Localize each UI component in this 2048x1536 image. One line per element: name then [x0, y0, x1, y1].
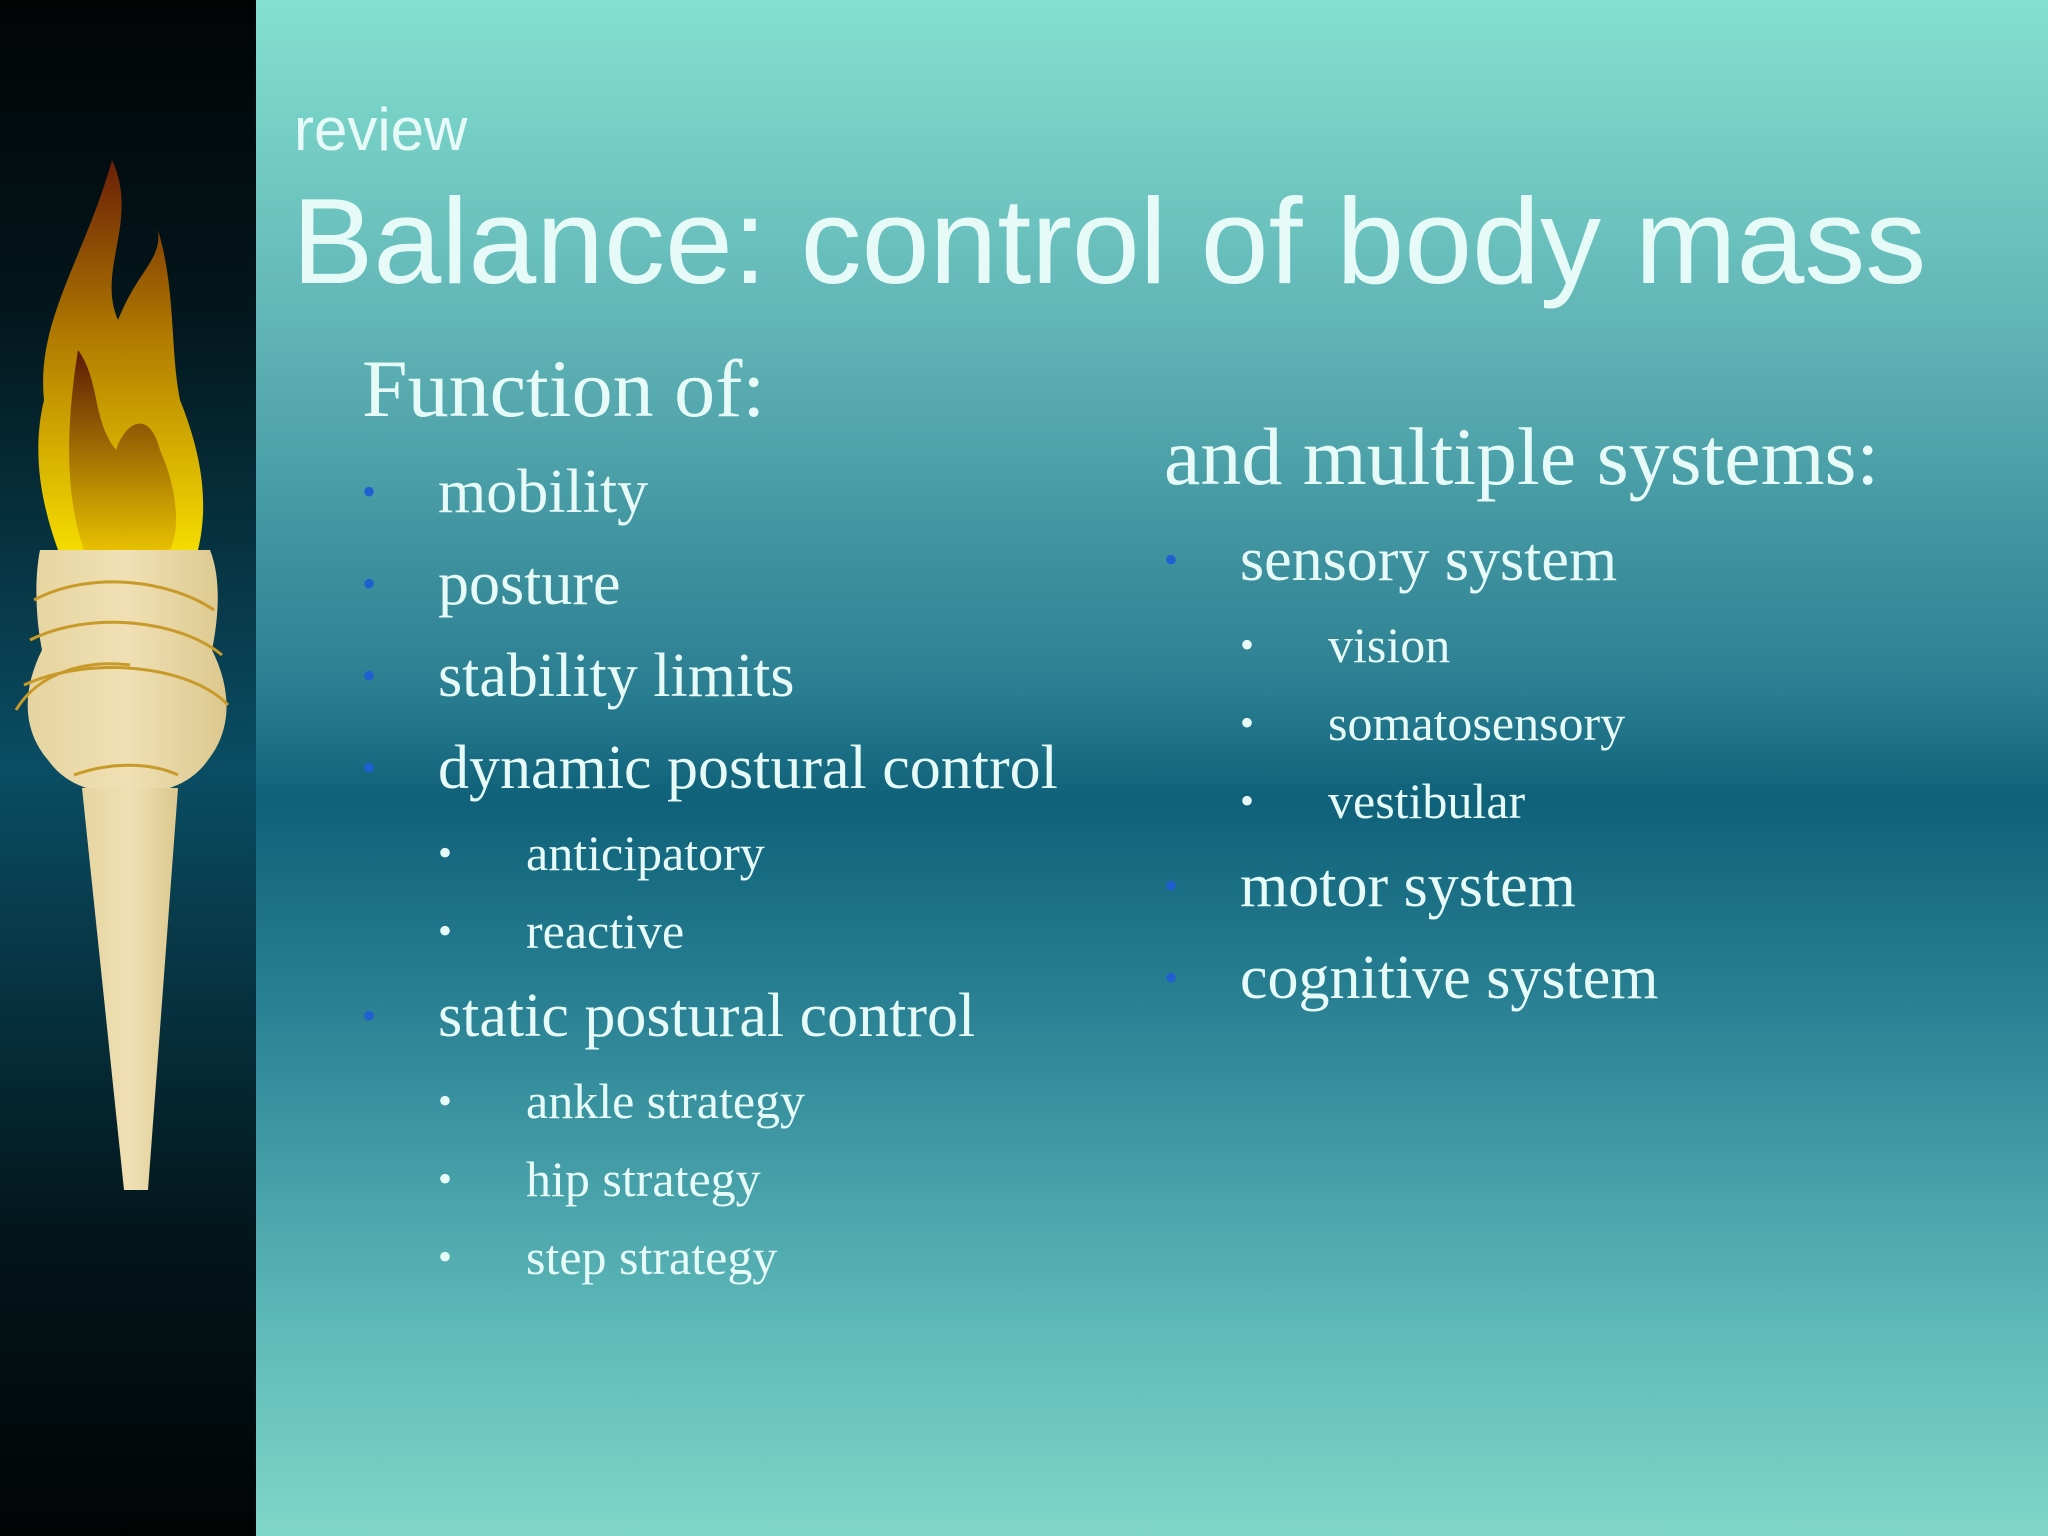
list-item-label: hip strategy [526, 1151, 761, 1207]
list-item-label: cognitive system [1240, 944, 1659, 1012]
left-heading: Function of: [362, 343, 766, 434]
list-item: • posture [362, 538, 1058, 630]
list-subitem: • vision [1164, 606, 1658, 684]
bullet-icon: • [362, 469, 377, 514]
list-item: • cognitive system [1164, 932, 1658, 1024]
list-item-label: vestibular [1328, 773, 1526, 829]
list-subitem: • ankle strategy [362, 1062, 1058, 1140]
list-item-label: ankle strategy [526, 1073, 806, 1129]
left-bullet-list: • mobility • posture • stability limits … [362, 446, 1058, 1296]
list-item: • static postural control [362, 970, 1058, 1062]
list-subitem: • reactive [362, 892, 1058, 970]
bullet-icon: • [1240, 778, 1255, 823]
bullet-icon: • [438, 1156, 453, 1201]
list-item-label: stability limits [438, 642, 795, 710]
list-item-label: motor system [1240, 852, 1576, 920]
list-item-label: reactive [526, 903, 685, 959]
bullet-icon: • [362, 653, 377, 698]
bullet-icon: • [1164, 863, 1179, 908]
bullet-icon: • [1164, 955, 1179, 1000]
bullet-icon: • [438, 830, 453, 875]
list-item: • mobility [362, 446, 1058, 538]
list-subitem: • vestibular [1164, 762, 1658, 840]
kicker-label: review [294, 96, 468, 163]
list-item-label: posture [438, 550, 621, 618]
bullet-icon: • [362, 993, 377, 1038]
bullet-icon: • [362, 561, 377, 606]
torch-icon [14, 160, 230, 1190]
bullet-icon: • [438, 1234, 453, 1279]
list-item: • sensory system [1164, 514, 1658, 606]
sidebar [0, 0, 256, 1536]
list-item: • stability limits [362, 630, 1058, 722]
list-item-label: somatosensory [1328, 695, 1626, 751]
list-subitem: • step strategy [362, 1218, 1058, 1296]
list-subitem: • somatosensory [1164, 684, 1658, 762]
list-item-label: dynamic postural control [438, 734, 1058, 802]
bullet-icon: • [362, 745, 377, 790]
bullet-icon: • [1240, 622, 1255, 667]
bullet-icon: • [1164, 537, 1179, 582]
list-item-label: static postural control [438, 982, 976, 1050]
list-item-label: vision [1328, 617, 1451, 673]
list-item: • dynamic postural control [362, 722, 1058, 814]
list-item-label: step strategy [526, 1229, 778, 1285]
bullet-icon: • [1240, 700, 1255, 745]
slide-title: Balance: control of body mass [292, 173, 1927, 309]
list-subitem: • anticipatory [362, 814, 1058, 892]
list-item: • motor system [1164, 840, 1658, 932]
list-subitem: • hip strategy [362, 1140, 1058, 1218]
right-bullet-list: • sensory system • vision • somatosensor… [1164, 514, 1658, 1024]
list-item-label: anticipatory [526, 825, 765, 881]
list-item-label: sensory system [1240, 526, 1618, 594]
bullet-icon: • [438, 1078, 453, 1123]
list-item-label: mobility [438, 458, 649, 526]
bullet-icon: • [438, 908, 453, 953]
right-heading: and multiple systems: [1164, 411, 1880, 502]
